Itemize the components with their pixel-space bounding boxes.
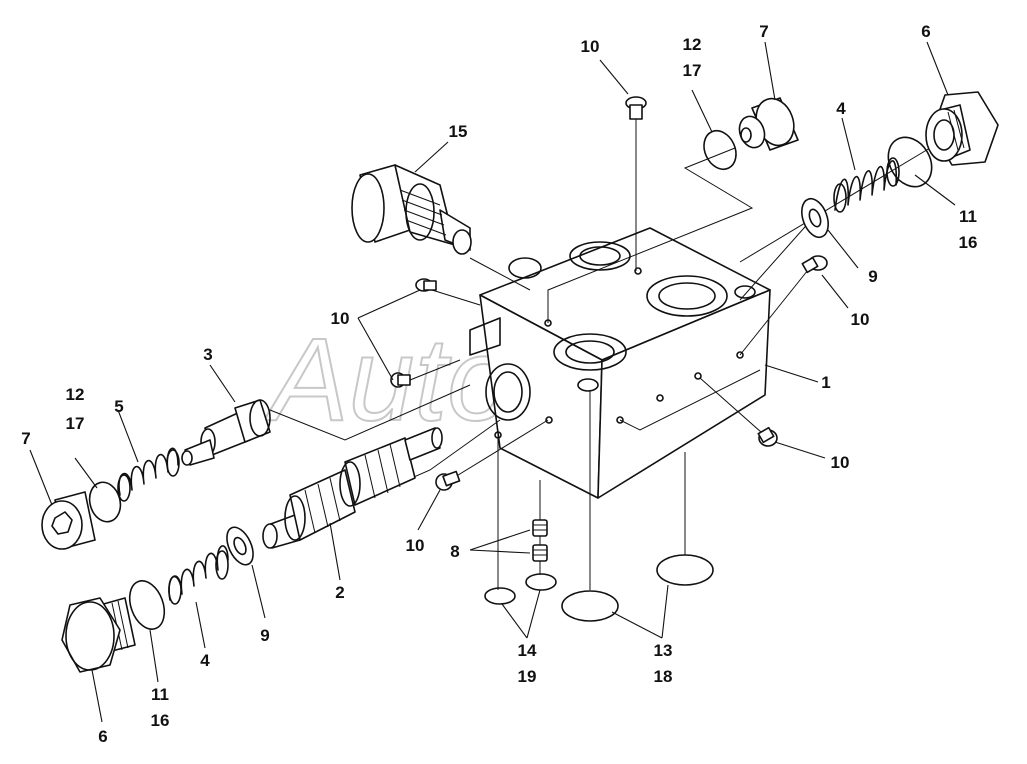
washer-9-top xyxy=(801,197,829,239)
callout-10-right-top: 10 xyxy=(851,310,870,329)
o-ring-14-19-b xyxy=(525,573,557,591)
spring-4-top xyxy=(833,157,900,213)
callout-9-bottom: 9 xyxy=(260,626,269,645)
callout-17-top: 17 xyxy=(683,61,702,80)
o-ring-12-17-left xyxy=(88,481,122,523)
callout-10-top: 10 xyxy=(581,37,600,56)
callout-10-left: 10 xyxy=(331,309,350,328)
spring-4-bottom xyxy=(168,545,229,605)
callout-10-bottom: 10 xyxy=(406,536,425,555)
callout-1: 1 xyxy=(821,373,830,392)
callout-5: 5 xyxy=(114,397,123,416)
callout-17-left: 17 xyxy=(66,414,85,433)
plug-7-left xyxy=(41,491,96,550)
callout-11-bottom: 11 xyxy=(151,685,169,704)
o-ring-11-16-top xyxy=(887,136,933,188)
callout-12-left: 12 xyxy=(66,385,85,404)
callout-7-left: 7 xyxy=(21,429,30,448)
piston-3 xyxy=(181,399,271,466)
o-ring-11-16-bottom xyxy=(128,580,166,630)
plug-10-top xyxy=(625,96,647,120)
callout-6-top: 6 xyxy=(921,22,930,41)
set-screws-8 xyxy=(532,519,548,562)
callout-4-top: 4 xyxy=(836,99,846,118)
callout-2: 2 xyxy=(335,583,344,602)
callout-18: 18 xyxy=(654,667,673,686)
callout-9-top: 9 xyxy=(868,267,877,286)
callout-labels: 10 12 17 7 6 15 4 11 16 9 10 10 3 1 12 1… xyxy=(21,22,977,746)
callout-12-top: 12 xyxy=(683,35,702,54)
plug-10-bottom xyxy=(435,470,461,491)
callout-11-top: 11 xyxy=(959,207,977,226)
callout-3: 3 xyxy=(203,345,212,364)
callout-7-top: 7 xyxy=(759,22,768,41)
callout-13: 13 xyxy=(654,641,673,660)
plug-10-right-bottom xyxy=(757,426,778,447)
o-ring-12-17-top xyxy=(703,129,737,171)
hex-plug-6-bottom xyxy=(61,597,136,673)
plug-10-left-upper xyxy=(415,278,437,292)
hex-plug-6-top xyxy=(925,91,999,166)
o-ring-13-18-b xyxy=(656,554,714,586)
leader-lines xyxy=(29,41,956,723)
callout-8: 8 xyxy=(450,542,459,561)
callout-4-bottom: 4 xyxy=(200,651,210,670)
cartridge-valve-15 xyxy=(351,164,542,279)
plug-10-right-top xyxy=(801,255,828,274)
callout-14: 14 xyxy=(518,641,537,660)
callout-16-bottom: 16 xyxy=(151,711,170,730)
callout-15: 15 xyxy=(449,122,468,141)
callout-6-bottom: 6 xyxy=(98,727,107,746)
o-ring-13-18-a xyxy=(561,590,619,622)
spool-2 xyxy=(262,427,443,549)
spring-5 xyxy=(117,447,180,502)
callout-10-right-bottom: 10 xyxy=(831,453,850,472)
callout-16-top: 16 xyxy=(959,233,978,252)
callout-19: 19 xyxy=(518,667,537,686)
plug-7-top xyxy=(738,97,799,151)
o-ring-14-19-a xyxy=(484,587,516,605)
washer-9-bottom xyxy=(226,526,254,566)
plug-10-left-lower xyxy=(390,372,411,388)
valve-body xyxy=(469,227,771,499)
